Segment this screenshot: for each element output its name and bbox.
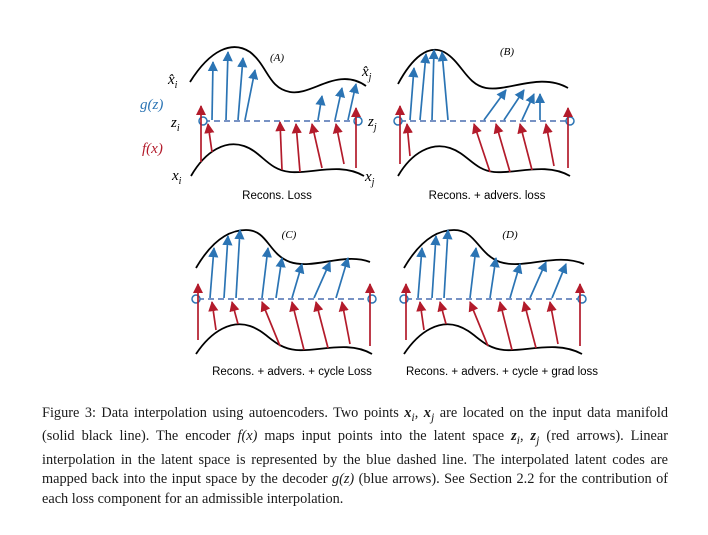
panel-b: (B) Recons. + advers. loss	[393, 46, 575, 202]
panel-a-bottom-manifold	[190, 143, 365, 177]
panel-d: (D) Recons. + advers. + cycle + grad los…	[399, 228, 598, 378]
panel-c-tag: (C)	[282, 229, 297, 241]
panel-c: (C) Recons. + advers. + cycle Loss	[191, 228, 377, 378]
label-x-j: xj	[364, 169, 375, 188]
panel-b-decoder-arrows	[408, 48, 546, 121]
panel-c-decoder-arrows	[208, 228, 351, 299]
figure-caption: Figure 3: Data interpolation using autoe…	[42, 405, 668, 507]
panel-d-top-manifold	[403, 229, 585, 269]
panel-a-tag: (A)	[270, 52, 284, 64]
panel-a-caption: Recons. Loss	[242, 190, 312, 202]
label-f-x: f(x)	[142, 141, 163, 157]
label-z-i: zi	[170, 115, 180, 134]
interpolation-figure: (A) Recons. Loss x̂i g(z) zi f(x) xi x̂j…	[140, 46, 598, 378]
panel-c-top-manifold	[195, 229, 371, 269]
label-g-z: g(z)	[140, 97, 163, 113]
panel-a: (A) Recons. Loss x̂i g(z) zi f(x) xi x̂j…	[140, 46, 377, 202]
panel-d-encoder-arrows	[400, 282, 586, 351]
panel-c-encoder-arrows	[192, 282, 376, 351]
panel-d-caption: Recons. + advers. + cycle + grad loss	[406, 366, 598, 378]
panel-d-tag: (D)	[502, 229, 518, 241]
panel-d-bottom-manifold	[403, 323, 583, 355]
label-xhat-i: x̂i	[167, 72, 178, 91]
panel-b-caption: Recons. + advers. loss	[429, 190, 546, 202]
panel-b-tag: (B)	[500, 46, 514, 58]
panel-a-decoder-arrows	[207, 50, 359, 121]
panel-b-bottom-manifold	[397, 145, 571, 177]
panel-b-encoder-arrows	[394, 104, 574, 173]
panel-c-bottom-manifold	[195, 323, 373, 355]
label-z-j: zj	[367, 114, 377, 133]
label-x-i: xi	[171, 168, 182, 187]
panel-d-decoder-arrows	[416, 228, 568, 299]
panel-a-encoder-arrows	[195, 104, 362, 173]
label-xhat-j: x̂j	[361, 64, 372, 83]
panel-c-caption: Recons. + advers. + cycle Loss	[212, 366, 372, 378]
panel-a-top-manifold	[189, 46, 367, 94]
